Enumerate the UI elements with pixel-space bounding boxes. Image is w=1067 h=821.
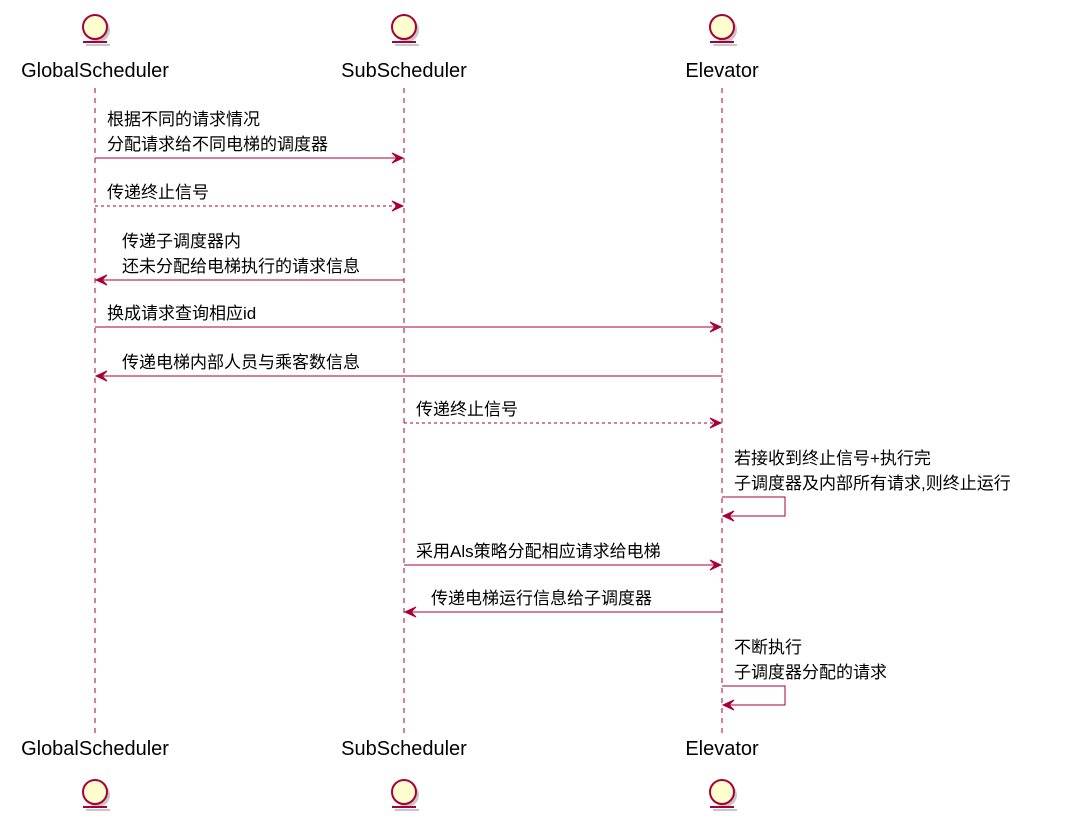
arrowhead [709,321,723,333]
message-9: 传递电梯运行信息给子调度器 [403,589,722,618]
global-scheduler-label-bottom: GlobalScheduler [21,738,169,760]
sub-scheduler-entity-icon-bottom [391,779,419,811]
arrowhead [94,370,108,382]
message-5: 传递电梯内部人员与乘客数信息 [94,353,722,382]
arrowhead [721,510,735,522]
message-4: 换成请求查询相应id [95,304,723,333]
message-label-line: 传递子调度器内 [122,232,241,251]
message-label-line: 还未分配给电梯执行的请求信息 [122,257,360,276]
message-6: 传递终止信号 [404,400,723,429]
global-scheduler-entity-icon-top [82,14,110,46]
global-scheduler-entity-icon-bottom [82,779,110,811]
arrowhead [709,417,723,429]
message-label-line: 传递终止信号 [416,400,518,419]
global-scheduler-label-top: GlobalScheduler [21,60,169,82]
message-label-line: 采用Als策略分配相应请求给电梯 [416,542,661,561]
self-message-arrow [722,685,786,706]
message-label-line: 传递电梯运行信息给子调度器 [431,589,652,608]
arrowhead [721,699,735,711]
sub-scheduler-label-top: SubScheduler [341,60,467,82]
arrowhead [391,200,405,212]
arrowhead [391,152,405,164]
message-label-line: 子调度器及内部所有请求,则终止运行 [734,474,1011,493]
elevator-label-bottom: Elevator [685,738,759,760]
message-label-line: 不断执行 [734,638,802,657]
message-label-line: 传递终止信号 [107,183,209,202]
message-label-line: 换成请求查询相应id [107,304,256,323]
message-label-line: 若接收到终止信号+执行完 [734,449,931,468]
self-message-arrow [722,496,786,517]
message-label-line: 根据不同的请求情况 [107,110,260,129]
sub-scheduler-label-bottom: SubScheduler [341,738,467,760]
arrowhead [709,559,723,571]
arrowhead [94,274,108,286]
message-label-line: 子调度器分配的请求 [734,663,887,682]
message-label-line: 传递电梯内部人员与乘客数信息 [122,353,360,372]
elevator-label-top: Elevator [685,60,759,82]
message-8: 采用Als策略分配相应请求给电梯 [404,542,723,571]
message-2: 传递终止信号 [95,183,405,212]
message-label-line: 分配请求给不同电梯的调度器 [107,135,328,154]
elevator-entity-icon-top [709,14,737,46]
sub-scheduler-entity-icon-top [391,14,419,46]
arrowhead [403,606,417,618]
elevator-entity-icon-bottom [709,779,737,811]
